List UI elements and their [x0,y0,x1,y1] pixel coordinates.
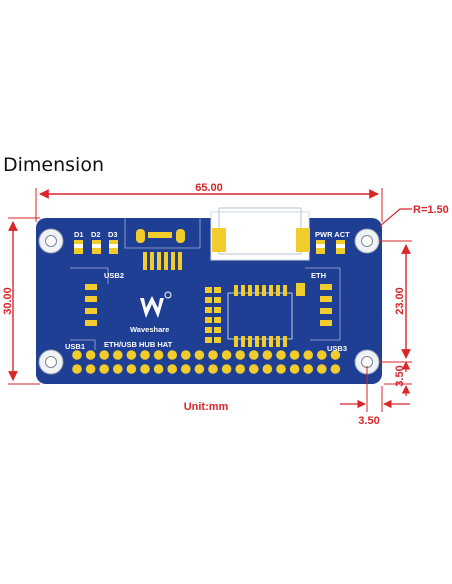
header-pad [167,350,177,360]
header-pad [99,350,109,360]
hub-chip-pads [234,285,287,347]
header-pad [276,350,286,360]
horizontal-offset-label: 3.50 [358,415,379,427]
header-pad [317,350,327,360]
header-pad [113,350,123,360]
corner-radius-label: R=1.50 [413,204,449,216]
header-pad [330,364,341,374]
header-pad [167,364,177,374]
header-pad [208,364,218,374]
header-pad [208,350,218,360]
gpio-header-pads [72,350,341,374]
dimension-lines [8,188,412,412]
connector-cutout [210,207,310,261]
mounting-hole-bottom-left [38,349,64,375]
header-pad [235,350,245,360]
unit-label: Unit:mm [184,401,229,413]
silk-usb2: USB2 [104,271,124,280]
silk-usb3: USB3 [327,344,347,353]
silk-d1: D1 [74,230,84,239]
header-pad [249,350,259,360]
header-pad [72,350,82,360]
silk-d2: D2 [91,230,101,239]
header-pad [153,350,164,360]
silk-eth: ETH [311,271,326,280]
header-pad [276,364,286,374]
mounting-hole-top-left [38,228,64,254]
mounting-hole-bottom-right [354,349,380,375]
header-pad [262,350,273,360]
header-pad [99,364,109,374]
header-pad [181,364,191,374]
silk-d3: D3 [108,230,118,239]
page-title: Dimension [3,154,104,176]
header-pad [85,350,96,360]
mounting-holes [38,228,380,375]
header-pad [194,364,205,374]
usb1-pads [85,284,97,326]
header-pad [303,364,314,374]
vertical-offset-label: 3.50 [394,365,406,386]
header-pad [289,350,300,360]
header-pad [235,364,245,374]
waveshare-logo [140,291,172,318]
header-pad [72,364,82,374]
leds [74,240,345,254]
usb3-pads [296,283,332,326]
usb2-footprint [136,229,185,270]
header-pad [126,364,137,374]
mounting-hole-top-right [354,228,380,254]
header-pad [317,364,327,374]
header-pad [126,350,137,360]
header-pad [140,350,150,360]
silk-usb1: USB1 [65,342,85,351]
header-pad [194,350,205,360]
header-pad [181,350,191,360]
header-pad [249,364,259,374]
silk-pwr-act: PWR ACT [315,230,350,239]
header-pad [140,364,150,374]
height-dimension-label: 30.00 [2,287,14,315]
header-pad [85,364,96,374]
silk-brand: Waveshare [130,325,169,334]
header-pad [221,350,232,360]
header-pad [303,350,314,360]
passive-components [205,287,221,343]
silk-product-name: ETH/USB HUB HAT [104,340,173,349]
hole-spacing-label: 23.00 [394,287,406,315]
header-pad [113,364,123,374]
width-dimension-label: 65.00 [195,182,223,194]
header-pad [153,364,164,374]
header-pad [330,350,341,360]
header-pad [262,364,273,374]
header-pad [289,364,300,374]
header-pad [221,364,232,374]
